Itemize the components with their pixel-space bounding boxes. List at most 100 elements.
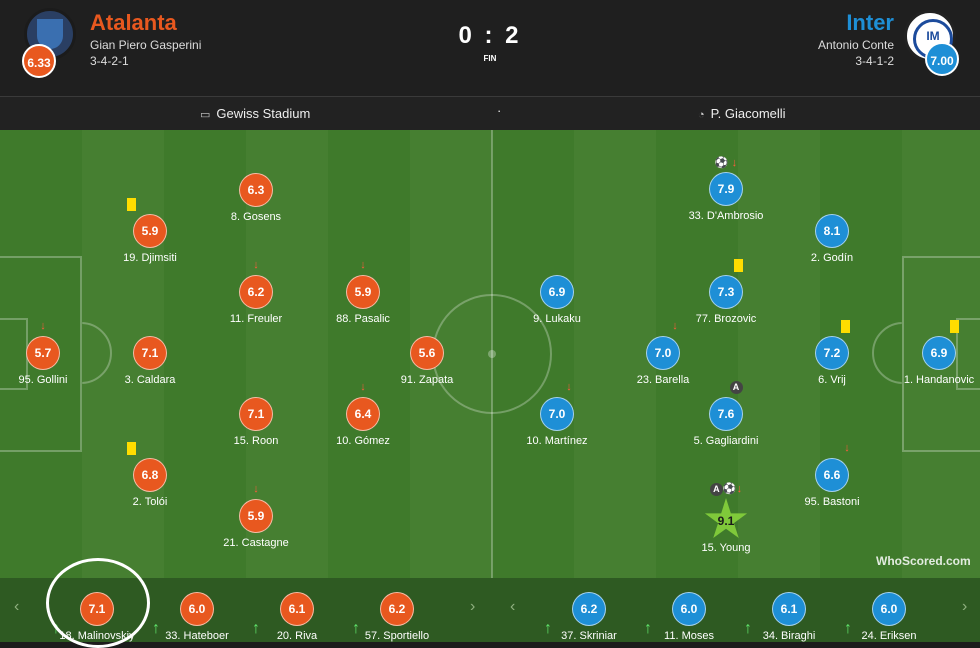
player-caldara[interactable]: 7.1 3. Caldara [85,336,215,386]
player-badges [85,442,215,456]
venue: ▭Gewiss Stadium [200,106,310,121]
highlight-circle-annotation [46,558,150,648]
stadium-icon: ▭ [200,109,211,121]
player-name: 8. Gosens [230,211,282,223]
player-name: 20. Riva [276,630,318,642]
away-subs-prev-button[interactable]: ‹ [510,598,516,615]
yellow-card-icon [127,198,136,211]
player-badges: ↓ [598,320,728,334]
goal-icon: ⚽ [722,483,737,495]
sub-in-icon: ↑ [252,620,260,637]
player-toloi[interactable]: 6.8 2. Tolói [85,442,215,508]
player-bastoni[interactable]: ↓ 6.6 95. Bastoni [767,442,897,508]
player-name: 15. Roon [233,435,279,447]
player-freuler[interactable]: ↓ 6.2 11. Freuler [191,259,321,325]
sub-in-icon: ↑ [352,620,360,637]
player-rating: 6.2 [239,275,273,309]
player-name: 9. Lukaku [533,313,581,325]
player-dambrosio[interactable]: ⚽ ↓ 7.9 33. D'Ambrosio [661,157,791,222]
player-rating: 7.1 [133,336,167,370]
sub-biraghi[interactable]: 6.1 ↑ 34. Biraghi [734,592,844,642]
player-gomez[interactable]: ↓ 6.4 10. Gómez [298,381,428,447]
yellow-card-icon [734,259,743,272]
referee: ◔ P. Giacomelli [698,106,786,121]
player-badges: ⚽ ↓ [661,156,791,170]
player-rating: 5.9 [239,499,273,533]
player-rating: 6.9 [540,275,574,309]
player-roon[interactable]: 7.1 15. Roon [191,397,321,447]
away-subs-next-button[interactable]: › [962,598,968,615]
player-rating: 7.1 [239,397,273,431]
player-name: 5. Gagliardini [693,435,759,447]
sub-sportiello[interactable]: 6.2 ↑ 57. Sportiello [342,592,452,642]
player-pasalic[interactable]: ↓ 5.9 88. Pasalic [298,259,428,325]
player-name: 3. Caldara [124,374,176,386]
away-goal-area [956,318,980,390]
sub-hateboer[interactable]: 6.0 ↑ 33. Hateboer [142,592,252,642]
home-formation: 3-4-2-1 [90,54,129,68]
player-badges [874,320,980,334]
sub-riva[interactable]: 6.1 ↑ 20. Riva [242,592,352,642]
player-name: 33. Hateboer [165,630,229,642]
player-name: 37. Skriniar [561,630,617,642]
player-name: 2. Godín [810,252,854,264]
sub-out-icon: ↓ [844,442,850,454]
referee-name: P. Giacomelli [710,106,786,121]
player-djimsiti[interactable]: 5.9 19. Djimsiti [85,198,215,264]
player-handanovic[interactable]: 6.9 1. Handanovic [874,320,980,386]
player-rating: 5.9 [133,214,167,248]
player-name: 11. Moses [664,630,714,642]
home-subs-prev-button[interactable]: ‹ [14,598,20,615]
player-martinez[interactable]: ↓ 7.0 10. Martínez [492,381,622,447]
player-rating: 6.0 [180,592,214,626]
player-barella[interactable]: ↓ 7.0 23. Barella [598,320,728,386]
player-rating: 6.1 [772,592,806,626]
player-name: 33. D'Ambrosio [688,210,764,222]
player-badges: ↓ [492,381,622,395]
man-of-the-match-star-icon: 9.1 [704,498,748,539]
player-name: 24. Eriksen [861,630,917,642]
yellow-card-icon [841,320,850,333]
captain-icon: A [729,381,743,394]
player-gagliardini[interactable]: A 7.6 5. Gagliardini [661,381,791,447]
player-badges: A [661,381,791,395]
player-name: 23. Barella [636,374,690,386]
sub-out-icon: ↓ [566,381,572,393]
pitch: ↓ 5.7 95. Gollini 5.9 19. Djimsiti 7.1 3… [0,130,980,578]
match-header: 6.33 Atalanta Gian Piero Gasperini 3-4-2… [0,0,980,96]
player-name: 91. Zapata [400,374,454,386]
player-name: 10. Martínez [526,435,588,447]
player-godin[interactable]: 8.1 2. Godín [767,214,897,264]
player-gollini[interactable]: ↓ 5.7 95. Gollini [0,320,108,386]
player-name: 57. Sportiello [364,630,430,642]
player-rating: 6.3 [239,173,273,207]
player-rating: 6.1 [280,592,314,626]
sub-out-icon: ↓ [253,259,259,271]
away-team-name[interactable]: Inter [846,10,894,35]
center-spot [488,350,496,358]
home-subs-next-button[interactable]: › [470,598,476,615]
sub-eriksen[interactable]: 6.0 ↑ 24. Eriksen [834,592,944,642]
match-status: FIN [483,54,497,63]
player-brozovic[interactable]: 7.3 77. Brozovic [661,259,791,325]
player-rating: 7.2 [815,336,849,370]
home-team-name[interactable]: Atalanta [90,10,177,35]
player-zapata[interactable]: 5.6 91. Zapata [362,336,492,386]
whistle-icon: ◔ [698,109,705,121]
player-gosens[interactable]: 6.3 8. Gosens [191,173,321,223]
player-rating: 7.0 [540,397,574,431]
player-name: 77. Brozovic [695,313,757,325]
player-name: 1. Handanovic [903,374,975,386]
away-team-rating: 7.00 [925,42,959,76]
yellow-card-icon [950,320,959,333]
sub-skriniar[interactable]: 6.2 ↑ 37. Skriniar [534,592,644,642]
player-badges: ↓ [298,259,428,273]
player-lukaku[interactable]: 6.9 9. Lukaku [492,275,622,325]
sub-moses[interactable]: 6.0 ↑ 11. Moses [634,592,744,642]
player-badges [661,259,791,273]
player-castagne[interactable]: ↓ 5.9 21. Castagne [191,483,321,549]
away-manager: Antonio Conte [817,38,894,52]
player-young[interactable]: A⚽↓ 9.1 15. Young [661,483,791,554]
player-vrij[interactable]: 7.2 6. Vrij [767,320,897,386]
match-score: 0 : 2 [458,22,522,49]
